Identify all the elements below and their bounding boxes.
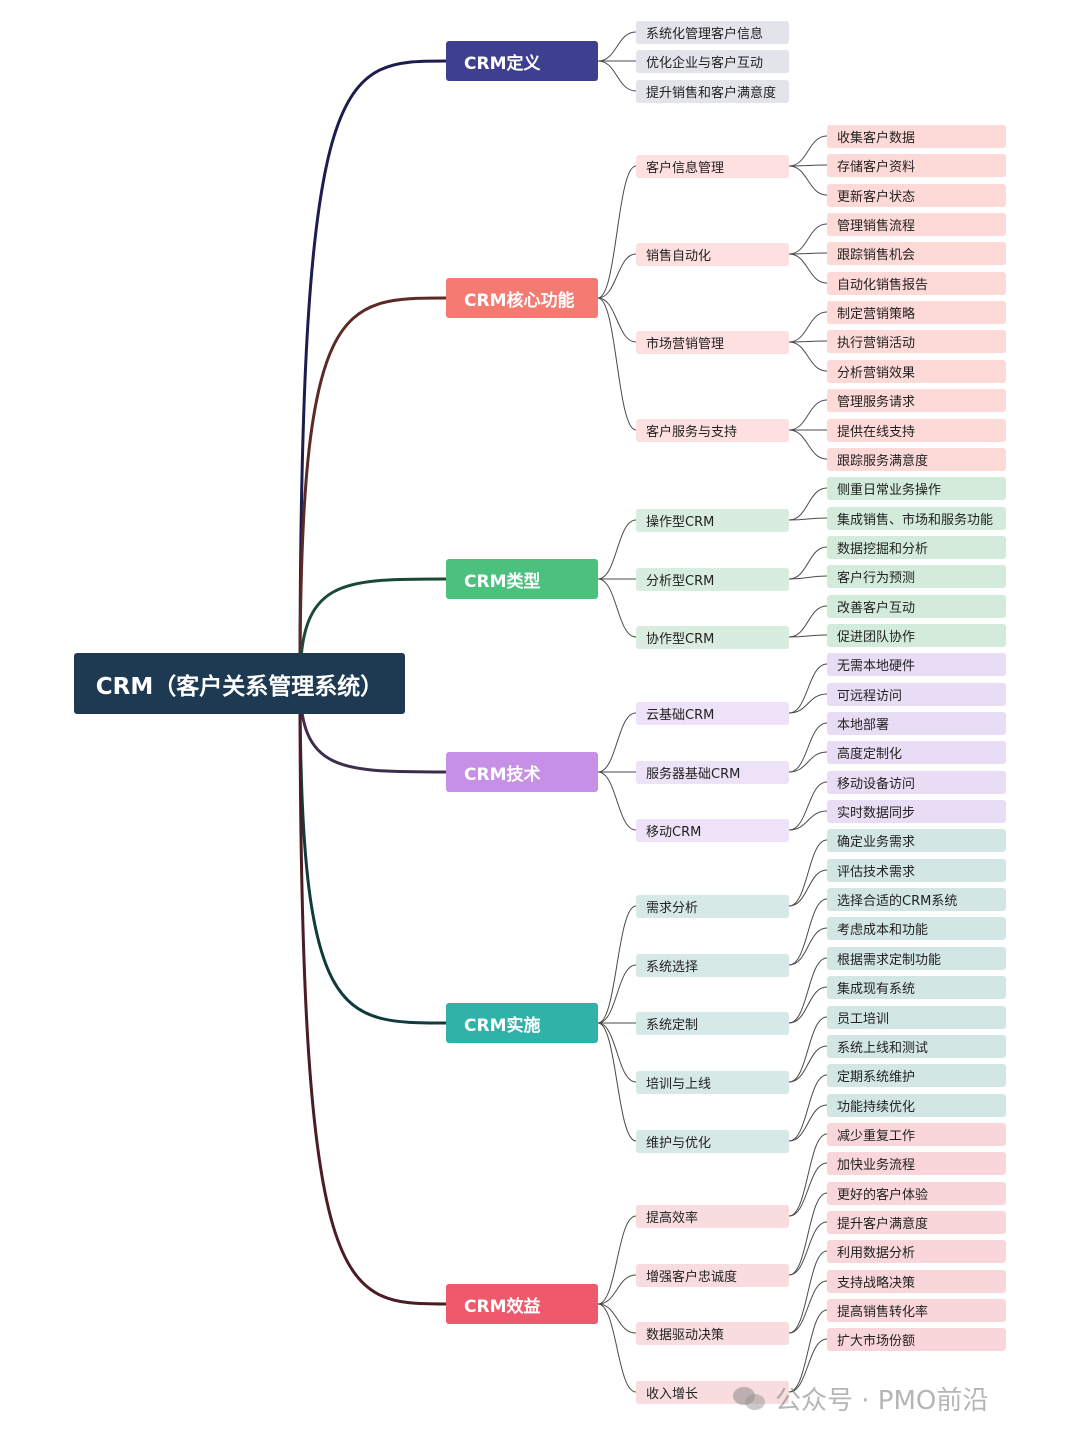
sub-node[interactable]: 服务器基础CRM	[636, 760, 789, 784]
sub-node[interactable]: 优化企业与客户互动	[636, 49, 789, 73]
leaf-node[interactable]: 执行营销活动	[827, 329, 1006, 353]
sub-node[interactable]: 维护与优化	[636, 1129, 789, 1153]
leaf-node[interactable]: 存储客户资料	[827, 153, 1006, 177]
leaf-node[interactable]: 管理服务请求	[827, 388, 1006, 412]
leaf-node[interactable]: 确定业务需求	[827, 828, 1006, 852]
branch-types[interactable]: CRM类型	[446, 559, 598, 599]
sub-node[interactable]: 增强客户忠诚度	[636, 1263, 789, 1287]
leaf-node[interactable]: 根据需求定制功能	[827, 946, 1006, 970]
sub-node[interactable]: 提高效率	[636, 1204, 789, 1228]
branch-core-functions[interactable]: CRM核心功能	[446, 278, 598, 318]
leaf-node[interactable]: 利用数据分析	[827, 1239, 1006, 1263]
sub-node[interactable]: 客户信息管理	[636, 154, 789, 178]
leaf-node[interactable]: 支持战略决策	[827, 1269, 1006, 1293]
leaf-node[interactable]: 加快业务流程	[827, 1151, 1006, 1175]
leaf-node[interactable]: 改善客户互动	[827, 594, 1006, 618]
sub-node[interactable]: 系统定制	[636, 1011, 789, 1035]
leaf-node[interactable]: 侧重日常业务操作	[827, 476, 1006, 500]
leaf-node[interactable]: 管理销售流程	[827, 212, 1006, 236]
leaf-node[interactable]: 实时数据同步	[827, 799, 1006, 823]
sub-node[interactable]: 提升销售和客户满意度	[636, 79, 789, 103]
branch-implementation[interactable]: CRM实施	[446, 1003, 598, 1043]
sub-node[interactable]: 收入增长	[636, 1380, 789, 1404]
leaf-node[interactable]: 集成现有系统	[827, 975, 1006, 999]
leaf-node[interactable]: 分析营销效果	[827, 359, 1006, 383]
leaf-node[interactable]: 扩大市场份额	[827, 1327, 1006, 1351]
leaf-node[interactable]: 评估技术需求	[827, 858, 1006, 882]
sub-node[interactable]: 协作型CRM	[636, 625, 789, 649]
leaf-node[interactable]: 跟踪销售机会	[827, 241, 1006, 265]
leaf-node[interactable]: 更好的客户体验	[827, 1181, 1006, 1205]
leaf-node[interactable]: 可远程访问	[827, 682, 1006, 706]
leaf-node[interactable]: 跟踪服务满意度	[827, 447, 1006, 471]
leaf-node[interactable]: 移动设备访问	[827, 770, 1006, 794]
leaf-node[interactable]: 数据挖掘和分析	[827, 535, 1006, 559]
leaf-node[interactable]: 高度定制化	[827, 740, 1006, 764]
leaf-node[interactable]: 选择合适的CRM系统	[827, 887, 1006, 911]
leaf-node[interactable]: 无需本地硬件	[827, 652, 1006, 676]
sub-node[interactable]: 移动CRM	[636, 818, 789, 842]
leaf-node[interactable]: 提供在线支持	[827, 418, 1006, 442]
leaf-node[interactable]: 制定营销策略	[827, 300, 1006, 324]
leaf-node[interactable]: 收集客户数据	[827, 124, 1006, 148]
leaf-node[interactable]: 更新客户状态	[827, 183, 1006, 207]
sub-node[interactable]: 需求分析	[636, 894, 789, 918]
leaf-node[interactable]: 考虑成本和功能	[827, 916, 1006, 940]
sub-node[interactable]: 客户服务与支持	[636, 418, 789, 442]
root-node[interactable]: CRM（客户关系管理系统）	[74, 653, 405, 714]
leaf-node[interactable]: 提高销售转化率	[827, 1298, 1006, 1322]
sub-node[interactable]: 操作型CRM	[636, 508, 789, 532]
leaf-node[interactable]: 自动化销售报告	[827, 271, 1006, 295]
branch-definition[interactable]: CRM定义	[446, 41, 598, 81]
leaf-node[interactable]: 定期系统维护	[827, 1063, 1006, 1087]
leaf-node[interactable]: 促进团队协作	[827, 623, 1006, 647]
sub-node[interactable]: 云基础CRM	[636, 701, 789, 725]
sub-node[interactable]: 市场营销管理	[636, 330, 789, 354]
branch-technology[interactable]: CRM技术	[446, 752, 598, 792]
sub-node[interactable]: 系统化管理客户信息	[636, 20, 789, 44]
leaf-node[interactable]: 客户行为预测	[827, 564, 1006, 588]
leaf-node[interactable]: 减少重复工作	[827, 1122, 1006, 1146]
leaf-node[interactable]: 系统上线和测试	[827, 1034, 1006, 1058]
branch-benefits[interactable]: CRM效益	[446, 1284, 598, 1324]
leaf-node[interactable]: 提升客户满意度	[827, 1210, 1006, 1234]
sub-node[interactable]: 培训与上线	[636, 1070, 789, 1094]
sub-node[interactable]: 销售自动化	[636, 242, 789, 266]
leaf-node[interactable]: 集成销售、市场和服务功能	[827, 506, 1006, 530]
sub-node[interactable]: 系统选择	[636, 953, 789, 977]
leaf-node[interactable]: 功能持续优化	[827, 1093, 1006, 1117]
sub-node[interactable]: 分析型CRM	[636, 567, 789, 591]
sub-node[interactable]: 数据驱动决策	[636, 1321, 789, 1345]
leaf-node[interactable]: 员工培训	[827, 1005, 1006, 1029]
leaf-node[interactable]: 本地部署	[827, 711, 1006, 735]
